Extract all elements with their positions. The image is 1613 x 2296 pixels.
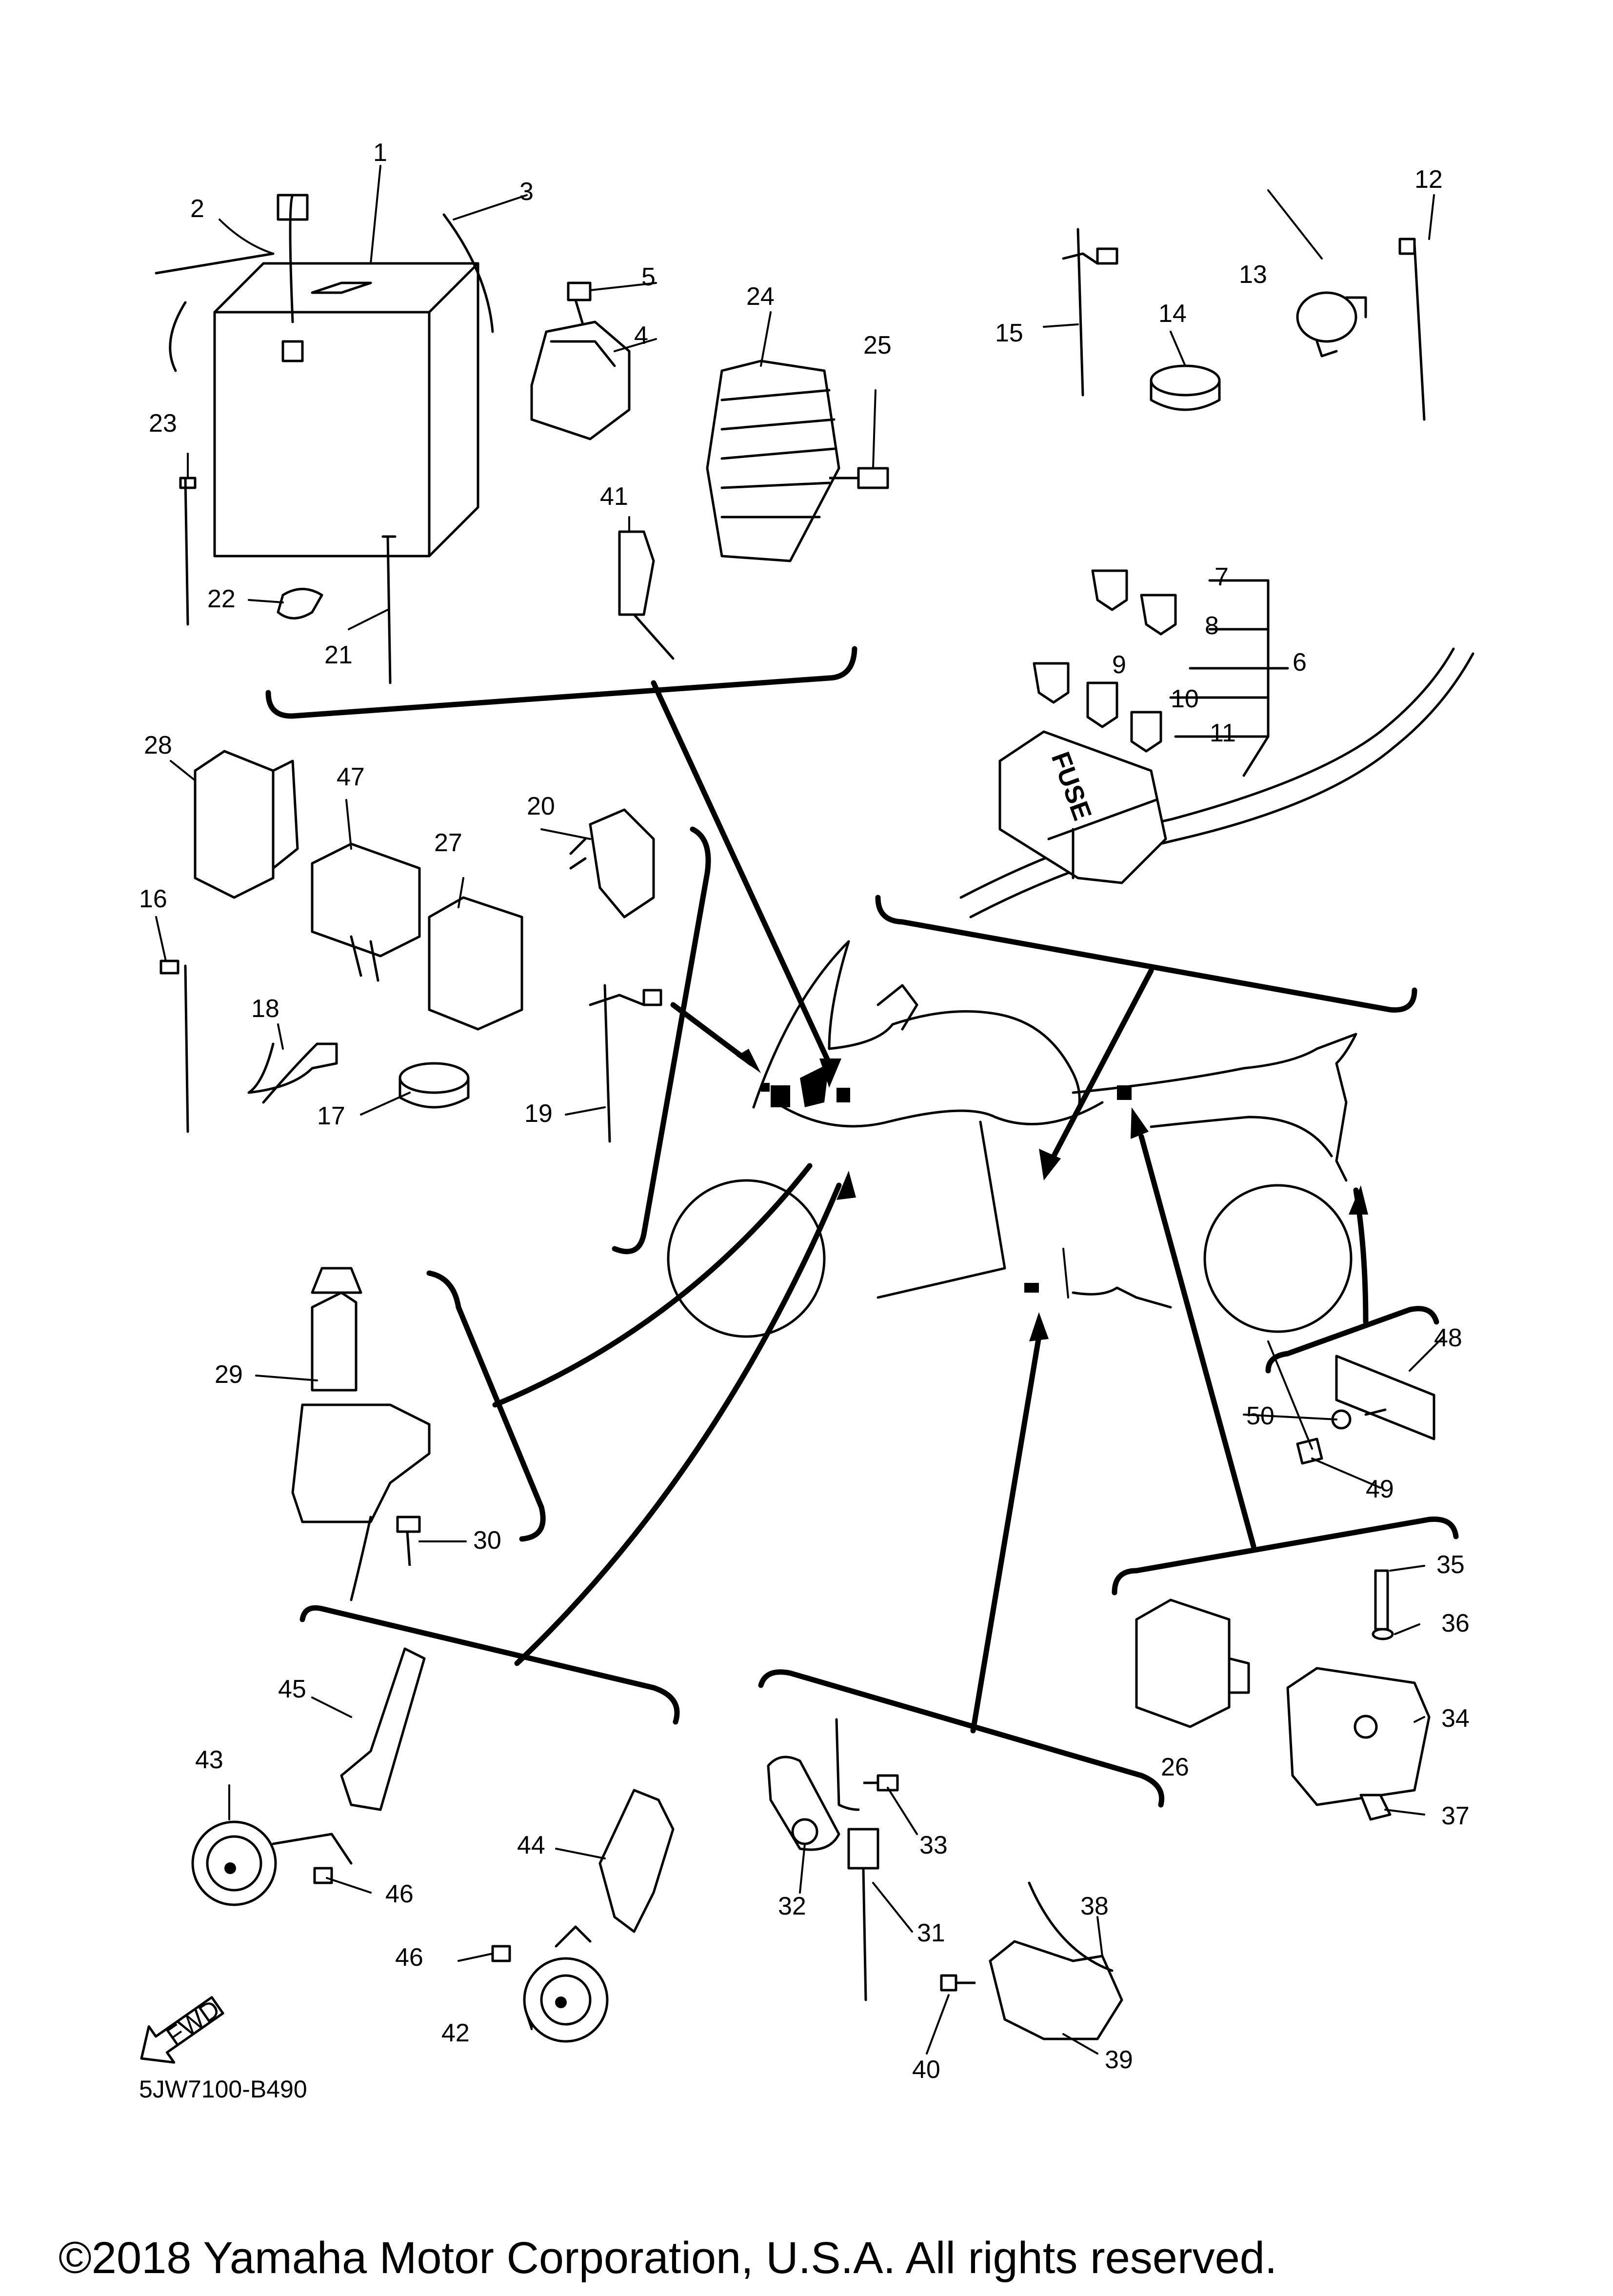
callout-16: 16 — [139, 885, 167, 913]
clamp-group — [1062, 228, 1426, 421]
callout-numbers: 1 2 3 4 5 6 7 8 9 10 11 12 13 14 15 16 1… — [139, 139, 1470, 2084]
callout-29: 29 — [215, 1360, 243, 1389]
fwd-arrow-icon: FWD — [140, 1995, 225, 2064]
fuse-box — [998, 730, 1167, 884]
callout-8: 8 — [1205, 612, 1219, 640]
callout-11: 11 — [1210, 719, 1236, 747]
callout-6: 6 — [1293, 648, 1307, 677]
callout-23: 23 — [149, 409, 177, 438]
callout-50: 50 — [1246, 1402, 1274, 1430]
callout-9: 9 — [1112, 651, 1126, 679]
callout-46b: 46 — [395, 1943, 423, 1972]
callout-28: 28 — [144, 731, 172, 759]
callout-31: 31 — [917, 1919, 945, 1947]
callout-19: 19 — [524, 1099, 553, 1128]
relay-26 — [1135, 1598, 1231, 1728]
rectifier-regulator — [706, 359, 840, 562]
callout-4: 4 — [634, 321, 648, 350]
motorcycle-outline — [667, 940, 1357, 1338]
callout-27: 27 — [434, 829, 462, 857]
battery-group — [155, 194, 889, 684]
callout-30: 30 — [473, 1526, 501, 1555]
callout-36: 36 — [1441, 1609, 1470, 1637]
relay-group — [159, 750, 662, 1143]
callout-15: 15 — [995, 319, 1023, 347]
horn-group: FWD — [140, 1647, 675, 2064]
callout-14: 14 — [1158, 299, 1187, 328]
callout-22: 22 — [207, 585, 236, 613]
callout-48: 48 — [1434, 1324, 1462, 1352]
callout-39: 39 — [1105, 2046, 1133, 2074]
callout-45: 45 — [278, 1675, 306, 1703]
callout-13: 13 — [1239, 260, 1267, 289]
callout-35: 35 — [1436, 1551, 1465, 1579]
callout-46a: 46 — [385, 1880, 414, 1908]
copyright-notice: ©2018 Yamaha Motor Corporation, U.S.A. A… — [59, 2233, 1277, 2283]
callout-49: 49 — [1366, 1475, 1394, 1503]
callout-40: 40 — [912, 2056, 940, 2084]
callout-1: 1 — [373, 139, 387, 167]
main-switch-group — [291, 1267, 431, 1601]
callout-3: 3 — [519, 178, 534, 206]
callout-7: 7 — [1215, 563, 1229, 591]
callout-12: 12 — [1414, 165, 1443, 194]
callout-20: 20 — [527, 792, 555, 820]
battery — [213, 262, 479, 558]
reflector — [1335, 1355, 1435, 1440]
callout-17: 17 — [317, 1102, 345, 1130]
callout-38: 38 — [1080, 1892, 1109, 1920]
callout-47: 47 — [337, 763, 365, 791]
rear-unit-group — [1135, 1569, 1431, 1821]
group-brackets — [265, 646, 1459, 1808]
diagram-code: 5JW7100-B490 — [139, 2076, 307, 2103]
switch-group — [767, 1718, 1123, 2040]
callout-44: 44 — [517, 1831, 545, 1859]
callout-32: 32 — [778, 1892, 806, 1920]
callout-43: 43 — [195, 1746, 223, 1774]
callout-24: 24 — [746, 282, 775, 311]
reflector-group — [1296, 1355, 1435, 1465]
horn-high — [191, 1820, 277, 1906]
callout-41: 41 — [600, 482, 628, 511]
callout-33: 33 — [919, 1831, 948, 1859]
starter-relay — [530, 320, 631, 440]
callout-34: 34 — [1441, 1704, 1470, 1733]
main-switch — [311, 1291, 358, 1392]
callout-25: 25 — [863, 331, 892, 359]
callout-5: 5 — [641, 263, 656, 291]
sensor-34 — [1286, 1667, 1431, 1806]
callout-26: 26 — [1161, 1753, 1189, 1781]
callout-2: 2 — [190, 195, 204, 223]
callout-18: 18 — [251, 995, 279, 1023]
callout-10: 10 — [1171, 685, 1199, 713]
callout-42: 42 — [441, 2019, 470, 2047]
fuse-box-group: FUSE — [959, 569, 1474, 918]
callout-21: 21 — [324, 641, 353, 669]
callout-37: 37 — [1441, 1802, 1470, 1830]
leader-lines — [155, 165, 1445, 2055]
